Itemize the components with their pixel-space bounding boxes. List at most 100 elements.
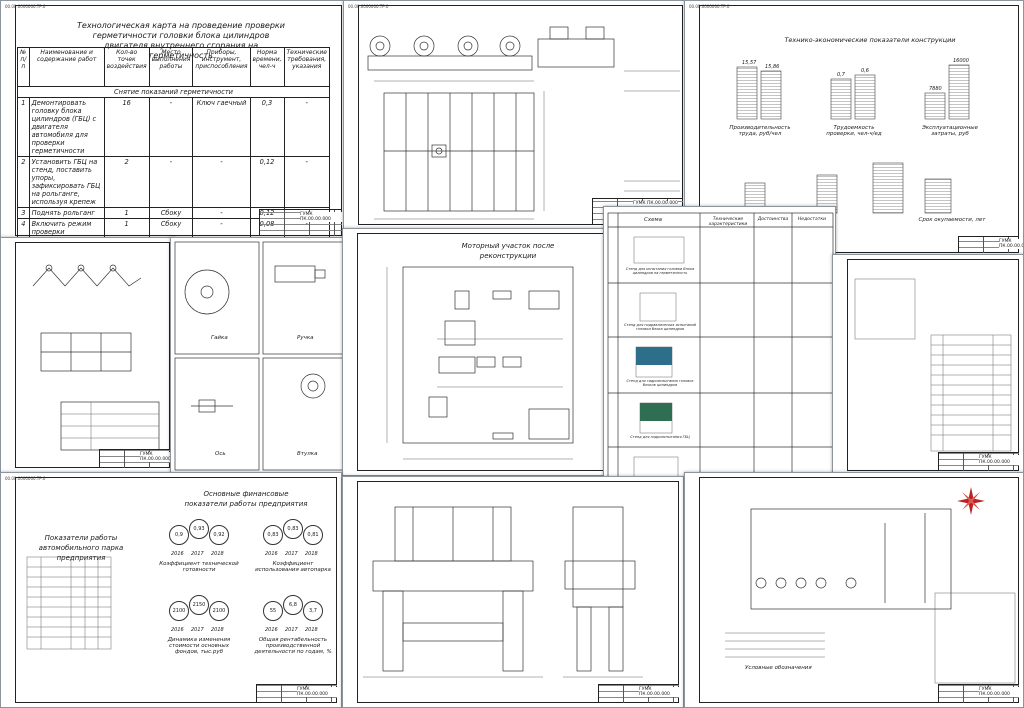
econ-bar xyxy=(854,74,876,120)
econ-bar xyxy=(948,64,970,120)
econ-value: 16000 xyxy=(953,58,969,64)
table-cell: 4 xyxy=(17,218,30,238)
stand-plan-drawing xyxy=(367,26,680,220)
indicator-year: 2016 xyxy=(171,551,184,557)
parts-drawing xyxy=(174,241,344,471)
eq-caption: Стенд для испытания головки блока цилинд… xyxy=(625,267,695,275)
stamp-code: ГУМК ПК.00.00.000 xyxy=(639,687,679,697)
compass-rose xyxy=(957,487,985,515)
finance-title: Основные финансовые показатели работы пр… xyxy=(184,490,308,508)
eq-header: Схема xyxy=(644,217,662,223)
indicator-year: 2016 xyxy=(265,627,278,633)
indicator-value: 0,93 xyxy=(189,519,209,539)
frame-drawing xyxy=(32,264,160,451)
part-label-nut: Гайка xyxy=(211,335,228,341)
park-table xyxy=(26,556,112,650)
tech-card-table: № п/п Наименование и содержание работ Ко… xyxy=(17,47,330,240)
table-cell: - xyxy=(192,156,251,208)
col-place: Место выполнения работы xyxy=(148,47,194,87)
title-block: ГУМК ПК.00.00.000 xyxy=(99,449,171,468)
sheet-stand-assembly[interactable]: ГУМК ПК.00.00.000 xyxy=(342,476,684,708)
table-cell: Ключ гаечный xyxy=(192,97,251,157)
table-cell: Включить режим проверки xyxy=(28,218,105,238)
table-cell: - xyxy=(192,218,251,238)
park-title: Показатели работы автомобильного парка п… xyxy=(38,534,124,562)
table-cell: Сбоку xyxy=(148,218,194,238)
sheet-parts[interactable]: Гайка Ручка Ось Втулка xyxy=(170,237,346,473)
table-cell: Поднять рольганг xyxy=(28,207,105,219)
drawing-frame xyxy=(357,481,679,703)
indicator-year: 2018 xyxy=(305,551,318,557)
site-plan-drawing xyxy=(725,487,1016,684)
table-cell: - xyxy=(283,97,330,157)
stamp-code: ГУМК ПК.00.00.000 xyxy=(300,212,342,222)
sheet-stand-plan[interactable]: 00.00.0000000.ТР.0 ГУМК ПК.00.00.000 xyxy=(343,0,688,230)
title-block: ГУМК ПК.00.00.000 xyxy=(598,684,679,703)
sheet-frame[interactable]: ГУМК ПК.00.00.000 xyxy=(0,237,175,473)
econ-value: 7880 xyxy=(929,86,942,92)
indicator-year: 2017 xyxy=(191,627,204,633)
indicator-year: 2017 xyxy=(285,551,298,557)
title-block: ГУМК ПК.00.00.000 xyxy=(256,684,337,703)
sheet-tag: 00.00.0000000.ТР.0 xyxy=(348,4,389,9)
title-block: ГУМК ПК.00.00.000 xyxy=(938,684,1019,703)
table-cell: 2 xyxy=(17,156,30,208)
indicator-value: 0,81 xyxy=(303,525,323,545)
table-cell: Установить ГБЦ на стенд, поставить упоры… xyxy=(28,156,105,208)
econ-label: Срок окупаемости, лет xyxy=(918,217,986,223)
indicator-value: 2150 xyxy=(189,595,209,615)
indicator-label: Коэффициент технической готовности xyxy=(159,561,239,573)
sheet-site-plan[interactable]: Условные обозначения ГУМК ПК.00.00.000 xyxy=(684,472,1024,708)
table-cell: Сбоку xyxy=(148,207,194,219)
layout-title: Моторный участок после реконструкции xyxy=(461,242,555,260)
sheet-tech-card[interactable]: 00.00.0000000.ТР.0 Технологическая карта… xyxy=(0,0,347,241)
econ-label: Эксплуатационные затраты, руб xyxy=(921,125,979,137)
indicator-value: 6,8 xyxy=(283,595,303,615)
indicator-value: 0,83 xyxy=(263,525,283,545)
econ-bar xyxy=(872,162,904,214)
indicator-label: Общая рентабельность производственной де… xyxy=(254,637,332,655)
table-cell: - xyxy=(283,156,330,208)
indicator-label: Динамика изменения стоимости основных фо… xyxy=(167,637,231,655)
econ-value: 0,6 xyxy=(861,68,869,74)
indicator-year: 2018 xyxy=(211,627,224,633)
table-cell: 3 xyxy=(17,207,30,219)
indicator-year: 2017 xyxy=(285,627,298,633)
econ-title: Технико-экономические показатели констру… xyxy=(784,36,956,44)
table-cell: 0,3 xyxy=(249,97,285,157)
sheet-tag: 00.00.0000000.ТР.0 xyxy=(689,4,730,9)
sheet-spec[interactable]: ГУМК ПК.00.00.000 xyxy=(832,254,1024,476)
indicator-year: 2018 xyxy=(305,627,318,633)
sheet-tag: 00.00.0000000.ТР.0 xyxy=(5,4,46,9)
indicator-value: 2100 xyxy=(169,601,189,621)
col-name: Наименование и содержание работ xyxy=(28,47,105,87)
indicator-value: 0,83 xyxy=(283,519,303,539)
eq-header: Технические характеристики xyxy=(708,217,748,227)
col-num: № п/п xyxy=(17,47,30,87)
table-cell: - xyxy=(148,156,194,208)
eq-caption: Стенд для гидравлических испытаний голов… xyxy=(624,323,696,331)
econ-value: 15,86 xyxy=(765,64,780,70)
assembly-drawing xyxy=(363,506,643,678)
drawing-frame xyxy=(847,259,1019,471)
econ-chart xyxy=(736,64,970,214)
econ-value: 0,7 xyxy=(837,72,845,78)
col-tools: Приборы, инструмент, приспособления xyxy=(192,47,251,87)
econ-label: Трудоемкость проверки, чел-ч/ед xyxy=(826,125,882,137)
sheet-finance[interactable]: 00.00.0000000.ТР.0 Основные финансовые п… xyxy=(0,472,342,708)
part-label-bushing: Втулка xyxy=(297,451,318,457)
spec-drawing xyxy=(854,278,1012,452)
drawing-frame xyxy=(358,5,683,225)
stamp-code: ГУМК ПК.00.00.000 xyxy=(297,687,337,697)
sheet-engine-layout[interactable]: Моторный участок после реконструкции xyxy=(342,228,612,476)
part-label-axle: Ось xyxy=(215,451,226,457)
col-norm: Норма времени, чел-ч xyxy=(249,47,285,87)
layout-plan xyxy=(386,266,574,460)
stamp-code: ГУМК ПК.00.00.000 xyxy=(999,239,1023,249)
drawing-frame xyxy=(699,477,1019,703)
econ-bar xyxy=(830,78,852,120)
table-cell: 1 xyxy=(17,97,30,157)
econ-bar xyxy=(924,178,952,214)
stamp-code: ГУМК ПК.00.00.000 xyxy=(979,687,1019,697)
